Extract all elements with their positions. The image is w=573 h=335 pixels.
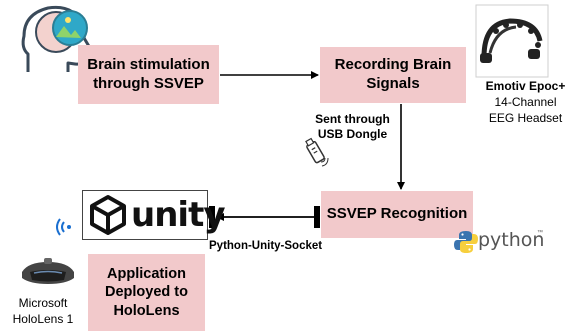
wireless-signal-icon — [56, 218, 71, 236]
ssvep-recognition-box: SSVEP Recognition — [321, 191, 473, 238]
application-line2: Deployed to — [105, 284, 188, 301]
python-logo-icon — [454, 231, 478, 253]
brain-head-icon — [21, 5, 92, 72]
unity-logo: unity — [82, 190, 225, 240]
recording-signals-box: Recording Brain Signals — [320, 47, 466, 103]
recording-line2: Signals — [366, 75, 420, 92]
emotiv-name: Emotiv Epoc+ — [485, 79, 566, 93]
eeg-headset-icon — [475, 4, 549, 78]
usb-label-line1: Sent through — [315, 112, 390, 126]
python-trademark: ™ — [537, 230, 543, 236]
usb-label-line2: USB Dongle — [317, 127, 388, 141]
socket-label: Python-Unity-Socket — [209, 240, 323, 252]
socket-end-left — [209, 206, 215, 228]
hololens-line2: HoloLens 1 — [12, 312, 74, 326]
hololens-line1: Microsoft — [18, 296, 68, 310]
brain-stimulation-box: Brain stimulation through SSVEP — [78, 45, 219, 104]
application-line1: Application — [107, 266, 186, 283]
socket-end-right — [314, 206, 320, 228]
hololens-icon — [18, 256, 78, 292]
application-box: Application Deployed to HoloLens — [88, 254, 205, 331]
recognition-label: SSVEP Recognition — [326, 205, 468, 223]
stimulation-line1: Brain stimulation — [87, 55, 210, 73]
emotiv-desc1: 14-Channel — [494, 95, 557, 109]
usb-dongle-icon — [305, 137, 329, 167]
recording-line1: Recording Brain — [334, 56, 452, 74]
emotiv-desc2: EEG Headset — [488, 111, 563, 125]
unity-wordmark: unity — [131, 195, 225, 235]
python-wordmark: python — [478, 229, 545, 251]
application-line3: HoloLens — [113, 302, 180, 319]
stimulation-line2: through SSVEP — [93, 74, 204, 92]
unity-logo-icon — [90, 195, 126, 235]
